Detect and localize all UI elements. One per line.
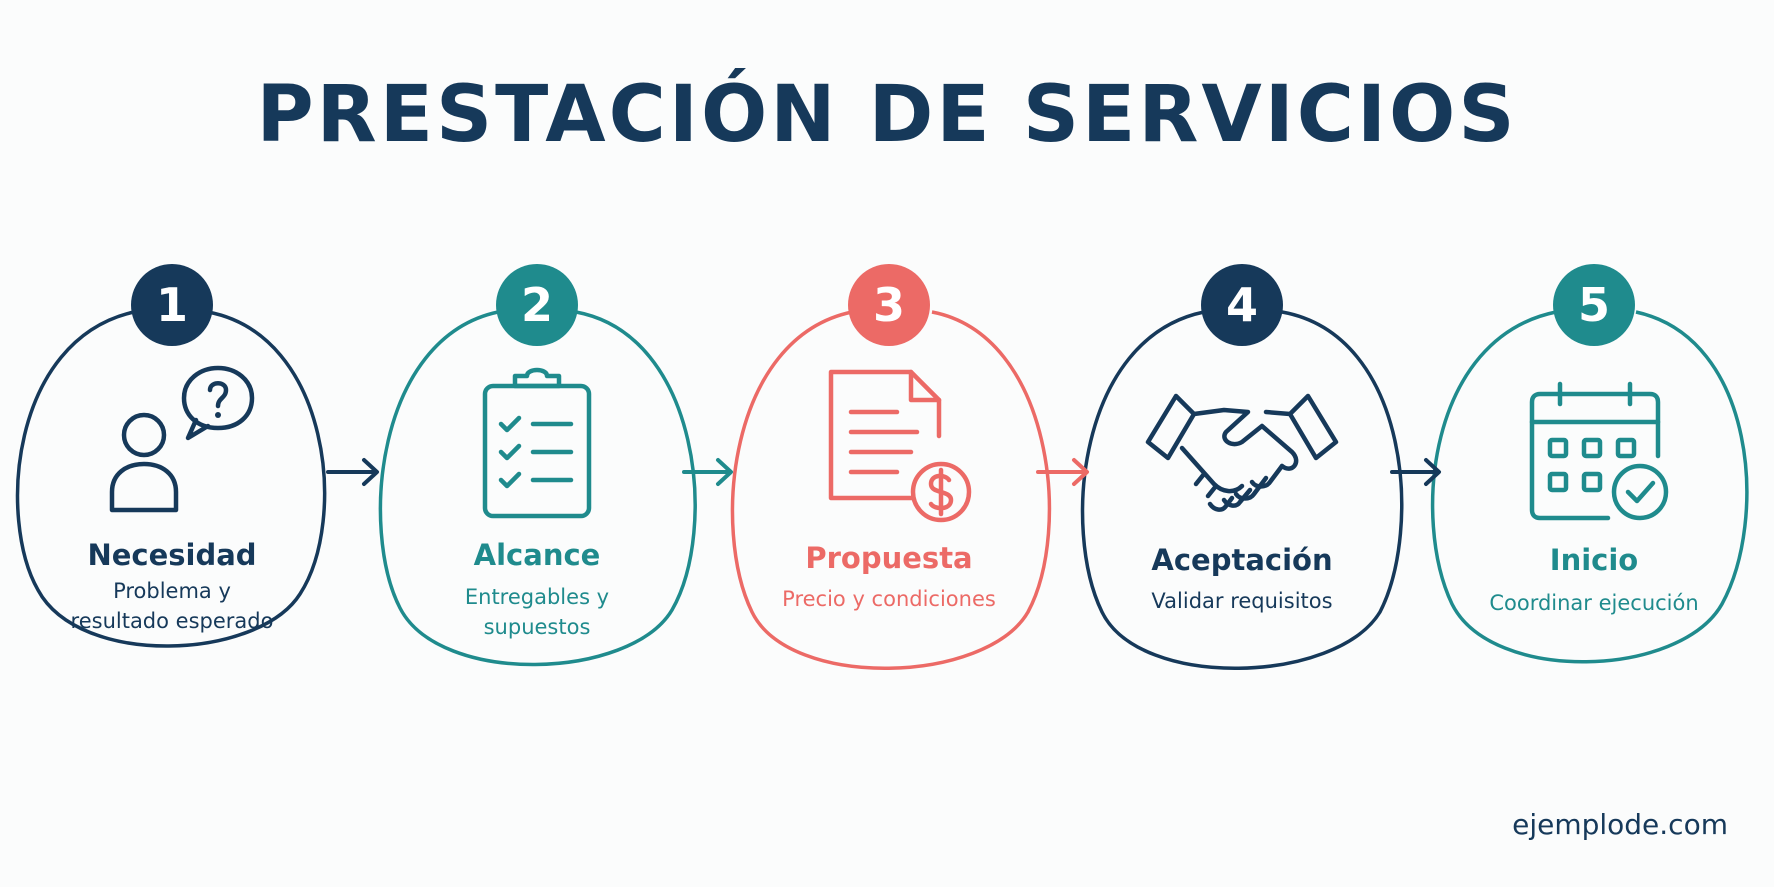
step-3-badge: 3 [848, 264, 930, 346]
step-5-badge: 5 [1553, 264, 1635, 346]
step-3-sub-line-1: Precio y condiciones [782, 587, 996, 611]
step-5: 5 Inicio Coordinar ejecución [1434, 0, 1754, 700]
step-4: 4 Aceptación Validar requisitos [1082, 0, 1402, 700]
step-2-sub-line-2: supuestos [483, 615, 591, 639]
step-5-sub-line-1: Coordinar ejecución [1489, 591, 1699, 615]
step-3-label: Propuesta [805, 541, 973, 575]
step-1-badge: 1 [131, 264, 213, 346]
diagram-title: PRESTACIÓN DE SERVICIOS [256, 70, 1518, 160]
step-2-label: Alcance [473, 538, 601, 572]
step-3-loop [730, 310, 1052, 670]
step-1-label: Necesidad [87, 538, 257, 572]
step-5-loop [1430, 310, 1749, 664]
step-1-sub-line-1: Problema y [113, 579, 231, 603]
brand-watermark: ejemplode.com [1512, 808, 1728, 841]
document-dollar-icon [828, 369, 972, 523]
arrow-1-to-2 [326, 458, 379, 486]
step-5-label: Inicio [1549, 543, 1639, 577]
arrow-2-to-3 [682, 458, 733, 486]
step-2-badge: 2 [496, 264, 578, 346]
step-4-sub-line-1: Validar requisitos [1151, 589, 1333, 613]
step-1-sub-line-2: resultado esperado [70, 609, 274, 633]
step-2-loop [378, 310, 697, 667]
step-3: 3 Propuesta Precio y condiciones [729, 0, 1049, 700]
handshake-icon [1145, 393, 1339, 512]
step-4-label: Aceptación [1151, 543, 1333, 577]
step-4-loop [1080, 310, 1404, 670]
step-1-loop [15, 310, 327, 648]
person-question-icon [109, 365, 255, 513]
step-1: 1 Necesidad Problema y resultado esperad… [12, 0, 332, 700]
step-2-sub-line-1: Entregables y [464, 585, 610, 609]
arrow-4-to-5 [1390, 458, 1441, 486]
checklist-clipboard-icon [482, 367, 592, 519]
step-4-badge: 4 [1201, 264, 1283, 346]
arrow-3-to-4 [1036, 458, 1089, 486]
calendar-check-icon [1529, 381, 1669, 521]
step-2: 2 Alcance Entregables y supuestos [377, 0, 697, 700]
